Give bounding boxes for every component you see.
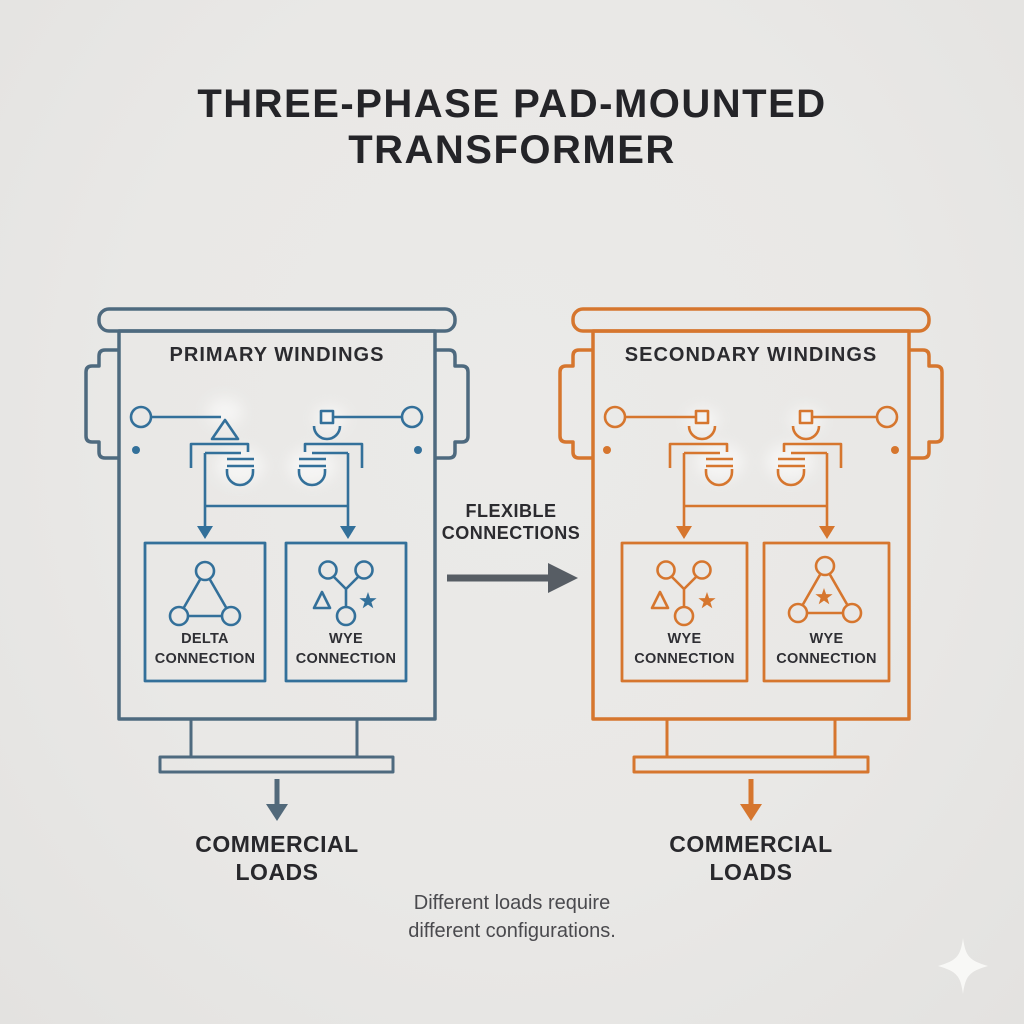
secondary-right-handle [909,348,944,460]
down-arrowhead [197,526,213,539]
down-arrowhead [819,526,835,539]
primary-winding-symbols [129,405,424,683]
rivet-dot [603,446,611,454]
page-title: THREE-PHASE PAD-MOUNTED TRANSFORMER [0,81,1024,173]
delta-terminal-icon [210,418,240,441]
primary-left-handle [84,348,119,460]
small-delta-icon [312,590,332,610]
rivet-dot [891,446,899,454]
secondary-transformer-tank [558,307,944,774]
circle-terminal-icon [603,405,627,429]
winding-cluster-icon [297,442,364,506]
secondary-winding-symbols [603,405,899,683]
circle-terminal-icon [400,405,424,429]
delta-connection-box [143,541,267,683]
delta-triangle-with-node-circles-icon [168,560,242,627]
primary-load-arrow [266,779,288,821]
primary-pedestal [189,719,359,757]
wye-with-node-circles-delta-and-star-icon [650,560,716,627]
down-arrowhead [676,526,692,539]
primary-windings-header: PRIMARY WINDINGS [169,344,385,366]
wye-connection-label: WYE CONNECTION [634,631,735,667]
arc-coil-icon [687,425,717,441]
circle-terminal-icon [875,405,899,429]
wye-connection-box [284,541,408,683]
rivet-dot [414,446,422,454]
secondary-commercial-loads-label: COMMERCIAL LOADS [669,831,833,885]
circle-terminal-icon [129,405,153,429]
star-icon [359,592,377,609]
down-arrowhead [340,526,356,539]
wye-connection-label: WYE CONNECTION [776,631,877,667]
wye-connection-box [620,541,749,683]
footer-caption: Different loads require different config… [408,892,616,942]
wye-with-node-circles-delta-and-star-icon [312,560,377,627]
primary-right-handle [435,348,470,460]
secondary-tank-lid [571,307,931,333]
delta-triangle-with-node-circles-and-star-icon [787,555,863,624]
secondary-tank-body [591,329,911,721]
small-delta-icon [650,590,670,610]
secondary-base-plate [632,755,870,774]
rivet-dot [132,446,140,454]
square-terminal-icon [694,409,710,425]
secondary-left-handle [558,348,593,460]
delta-connection-label: DELTA CONNECTION [154,631,256,667]
star-icon [698,592,716,609]
winding-cluster-icon [189,442,255,506]
primary-commercial-loads-label: COMMERCIAL LOADS [195,831,359,885]
primary-tank-lid [97,307,457,333]
winding-cluster-icon [776,442,843,506]
primary-tank-body [117,329,437,721]
wye-connection-box [762,541,891,683]
four-point-sparkle-icon [938,938,988,994]
arc-coil-icon [312,425,342,441]
secondary-pedestal [665,719,837,757]
primary-transformer-tank [84,307,470,774]
secondary-load-arrow [740,779,762,821]
page-title-line2: TRANSFORMER [348,128,676,172]
arc-coil-icon [791,425,821,441]
primary-base-plate [158,755,395,774]
winding-cluster-icon [668,442,734,506]
right-arrow-icon [447,563,578,593]
flexible-connections-label: FLEXIBLE CONNECTIONS [441,501,581,543]
secondary-windings-header: SECONDARY WINDINGS [624,344,878,366]
page-title-line1: THREE-PHASE PAD-MOUNTED [197,82,827,126]
wye-connection-label: WYE CONNECTION [295,631,397,667]
star-icon [815,588,833,605]
